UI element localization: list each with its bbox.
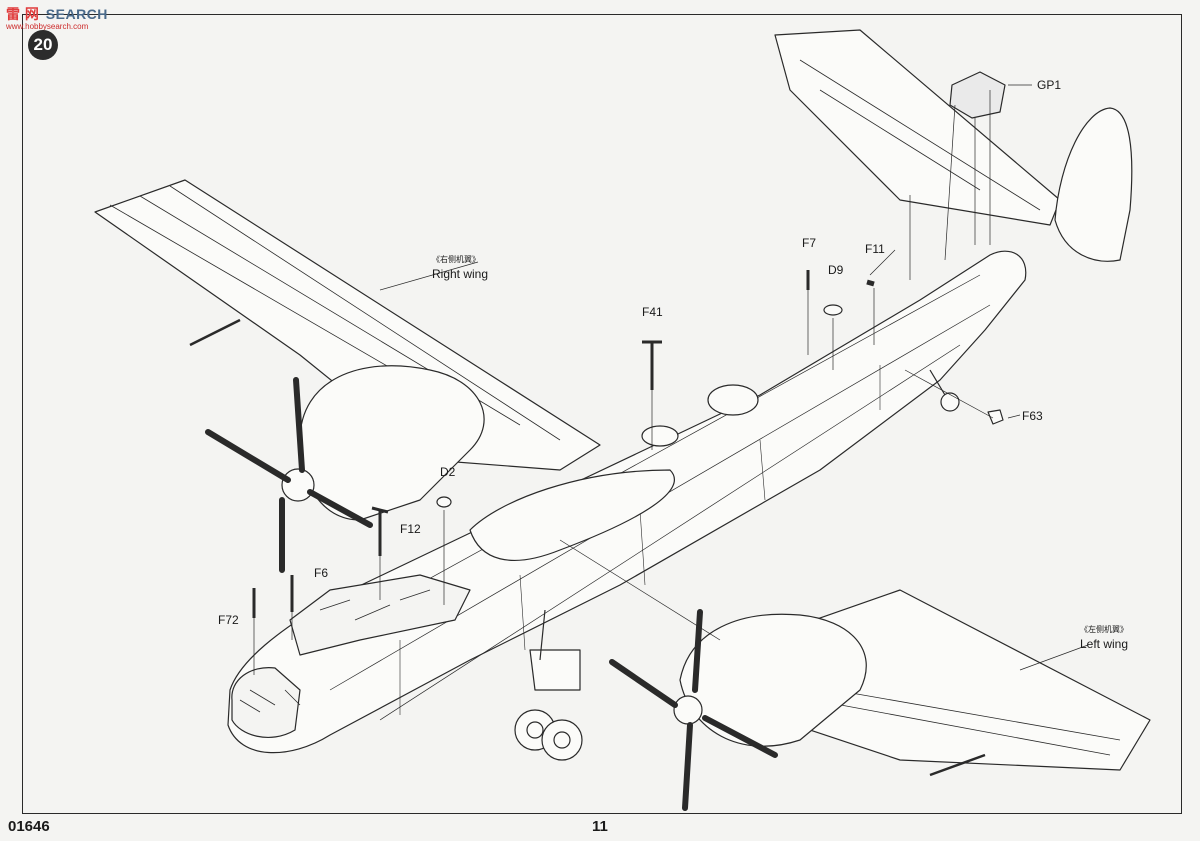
- label-f7: F7: [802, 236, 817, 250]
- horizontal-stabilizer: [774, 29, 1061, 226]
- left-wing-label-cn: 《左侧机翼》: [1080, 625, 1128, 634]
- left-engine-nacelle: [679, 613, 867, 747]
- tail-wheel: [940, 392, 960, 412]
- right-wing-label-cn: 《右侧机翼》: [432, 255, 480, 264]
- page-frame: [22, 14, 1182, 814]
- label-f72: F72: [218, 613, 239, 627]
- label-f63: F63: [1022, 409, 1043, 423]
- part-f11: [866, 279, 875, 287]
- cockpit-canopy: [289, 574, 471, 656]
- top-turret: [707, 384, 759, 416]
- step-number-badge: 20: [28, 30, 58, 60]
- wing-root-fairing: [469, 469, 675, 561]
- label-f12: F12: [400, 522, 421, 536]
- left-wing-label-en: Left wing: [1080, 637, 1129, 651]
- right-propeller: [205, 377, 373, 573]
- gp1-part: [949, 71, 1006, 119]
- label-f41: F41: [642, 305, 663, 319]
- label-d2: D2: [440, 465, 456, 479]
- right-wing-label: 《右侧机翼》 Right wing: [432, 253, 488, 281]
- product-code: 01646: [8, 818, 50, 835]
- watermark: 雷 网 SEARCH: [6, 4, 108, 24]
- step-number: 20: [33, 35, 53, 54]
- vertical-fin: [1054, 107, 1133, 262]
- part-f12: [371, 506, 389, 556]
- part-d2: [436, 496, 452, 508]
- main-landing-gear: [529, 609, 581, 691]
- right-wing-label-en: Right wing: [432, 267, 489, 281]
- part-f41: [642, 340, 662, 390]
- left-wing-label: 《左侧机翼》 Left wing: [1080, 623, 1128, 651]
- part-f63: [987, 409, 1004, 425]
- label-f6: F6: [314, 566, 329, 580]
- part-d9: [823, 304, 843, 316]
- watermark-cn: 雷 网: [6, 6, 40, 22]
- watermark-en: SEARCH: [45, 6, 108, 22]
- label-d9: D9: [828, 263, 844, 277]
- left-propeller: [609, 609, 778, 811]
- label-gp1: GP1: [1037, 78, 1062, 92]
- page-number: 11: [592, 818, 608, 835]
- right-engine-nacelle: [299, 365, 485, 521]
- label-f11: F11: [865, 242, 885, 256]
- watermark-url: www.hobbysearch.com: [6, 22, 89, 31]
- nose-canopy: [231, 667, 301, 739]
